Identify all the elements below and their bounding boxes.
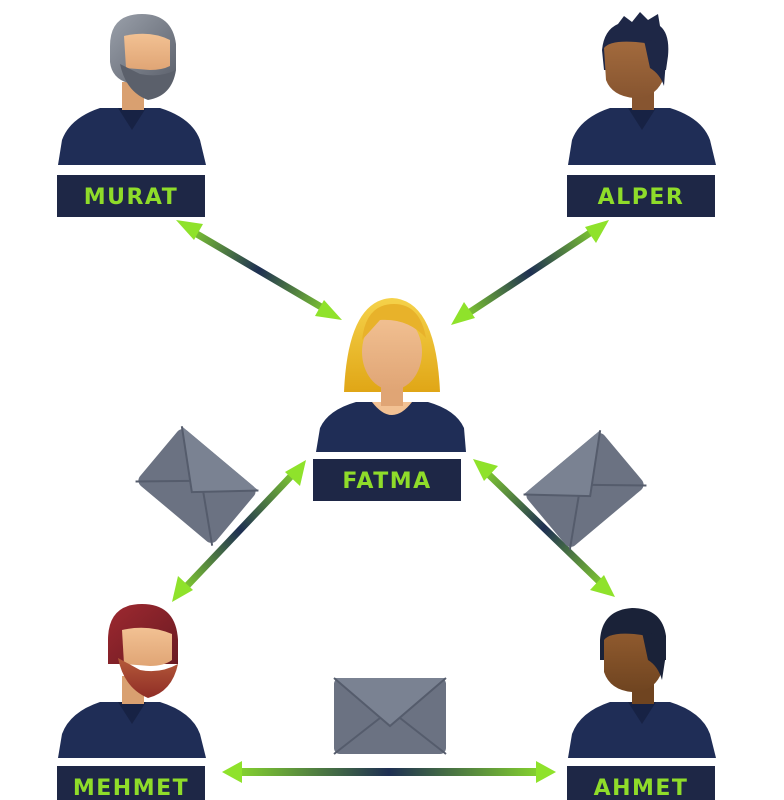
name-label-box xyxy=(57,175,205,217)
name-label-box xyxy=(567,766,715,800)
person-avatar-icon xyxy=(568,12,716,165)
name-label-box xyxy=(57,766,205,800)
person-fatma: FATMA xyxy=(313,298,466,501)
name-label: FATMA xyxy=(342,469,431,494)
name-label: ALPER xyxy=(598,185,685,210)
name-label-box xyxy=(313,459,461,501)
arrow-fatma-ahmet xyxy=(473,459,615,597)
name-label-box xyxy=(567,175,715,217)
person-avatar-icon xyxy=(568,608,716,758)
person-avatar-icon xyxy=(316,298,466,452)
person-mehmet: MEHMET xyxy=(57,604,206,800)
person-avatar-icon xyxy=(58,604,206,758)
person-murat: MURAT xyxy=(57,14,206,217)
arrow-fatma-mehmet xyxy=(172,460,306,602)
person-alper: ALPER xyxy=(567,12,716,217)
person-ahmet: AHMET xyxy=(567,608,716,800)
person-avatar-icon xyxy=(58,14,206,165)
arrow-mehmet-ahmet xyxy=(222,761,556,783)
arrow-alper-fatma xyxy=(451,220,609,325)
envelope-icon xyxy=(523,430,647,550)
envelope-icon xyxy=(135,426,259,546)
arrow-murat-fatma xyxy=(176,220,342,320)
name-label: MEHMET xyxy=(73,776,189,800)
envelope-icon xyxy=(333,677,447,755)
name-label: MURAT xyxy=(84,185,179,210)
name-label: AHMET xyxy=(594,776,689,800)
